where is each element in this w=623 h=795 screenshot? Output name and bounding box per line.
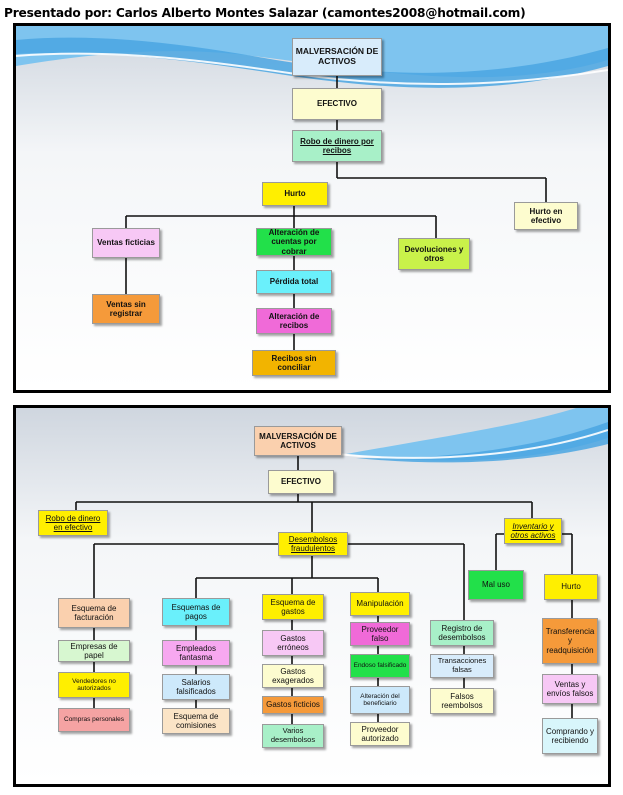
node-compras-personales: Compras personales bbox=[58, 708, 130, 732]
node-malversacion-activos: MALVERSACIÓN DE ACTIVOS bbox=[254, 426, 342, 456]
node-gastos-ficticios: Gastos ficticios bbox=[262, 696, 324, 714]
node-proveedor-falso: Proveedor falso bbox=[350, 622, 410, 646]
node-gastos-exagerados: Gastos exagerados bbox=[262, 664, 324, 688]
node-manipulacion: Manipulación bbox=[350, 592, 410, 616]
node-registro-desembolsos: Registro de desembolsos bbox=[430, 620, 494, 646]
node-perdida-total: Pérdida total bbox=[256, 270, 332, 294]
node-ventas-ficticias: Ventas ficticias bbox=[92, 228, 160, 258]
node-malversacion-activos: MALVERSACIÓN DE ACTIVOS bbox=[292, 38, 382, 76]
node-esquema-comisiones: Esquema de comisiones bbox=[162, 708, 230, 734]
node-alteracion-beneficiario: Alteración del beneficiario bbox=[350, 686, 410, 714]
node-alteracion-cuentas-cobrar: Alteración de cuentas por cobrar bbox=[256, 228, 332, 256]
node-esquema-facturacion: Esquema de facturación bbox=[58, 598, 130, 628]
node-proveedor-autorizado: Proveedor autorizado bbox=[350, 722, 410, 746]
node-falsos-reembolsos: Falsos reembolsos bbox=[430, 688, 494, 714]
node-devoluciones-otros: Devoluciones y otros bbox=[398, 238, 470, 270]
node-efectivo: EFECTIVO bbox=[292, 88, 382, 120]
node-mal-uso: Mal uso bbox=[468, 570, 524, 600]
node-efectivo: EFECTIVO bbox=[268, 470, 334, 494]
node-esquema-pagos: Esquemas de pagos bbox=[162, 598, 230, 626]
node-inventario-otros-activos: Inventario y otros activos bbox=[504, 518, 562, 544]
node-desembolsos-fraudulentos: Desembolsos fraudulentos bbox=[278, 532, 348, 556]
connector-lines bbox=[125, 76, 547, 350]
node-hurto: Hurto bbox=[262, 182, 328, 206]
node-robo-dinero-recibos: Robo de dinero por recibos bbox=[292, 130, 382, 162]
node-alteracion-recibos: Alteración de recibos bbox=[256, 308, 332, 334]
node-varios-desembolsos: Varios desembolsos bbox=[262, 724, 324, 748]
node-hurto: Hurto bbox=[544, 574, 598, 600]
presenter-credit: Presentado por: Carlos Alberto Montes Sa… bbox=[4, 6, 526, 20]
node-comprando-recibiendo: Comprando y recibiendo bbox=[542, 718, 598, 754]
diagram-panel-efectivo-recibos: MALVERSACIÓN DE ACTIVOS EFECTIVO Robo de… bbox=[13, 23, 611, 393]
node-gastos-erroneos: Gastos erróneos bbox=[262, 630, 324, 656]
node-recibos-sin-conciliar: Recibos sin conciliar bbox=[252, 350, 336, 376]
node-transferencia-readquisicion: Transferencia y readquisición bbox=[542, 618, 598, 664]
node-hurto-en-efectivo: Hurto en efectivo bbox=[514, 202, 578, 230]
node-empresas-papel: Empresas de papel bbox=[58, 640, 130, 662]
diagram-panel-desembolsos-inventario: MALVERSACIÓN DE ACTIVOS EFECTIVO Robo de… bbox=[13, 405, 611, 787]
node-ventas-envios-falsos: Ventas y envíos falsos bbox=[542, 674, 598, 704]
node-empleados-fantasma: Empleados fantasma bbox=[162, 640, 230, 666]
node-robo-dinero-efectivo: Robo de dinero en efectivo bbox=[38, 510, 108, 536]
node-esquema-gastos: Esquema de gastos bbox=[262, 594, 324, 620]
node-vendedores-no-autorizados: Vendedores no autorizados bbox=[58, 672, 130, 698]
node-salarios-falsificados: Salarios falsificados bbox=[162, 674, 230, 700]
node-ventas-sin-registrar: Ventas sin registrar bbox=[92, 294, 160, 324]
node-transacciones-falsas: Transacciones falsas bbox=[430, 654, 494, 678]
node-endoso-falsificado: Endoso falsificado bbox=[350, 654, 410, 678]
